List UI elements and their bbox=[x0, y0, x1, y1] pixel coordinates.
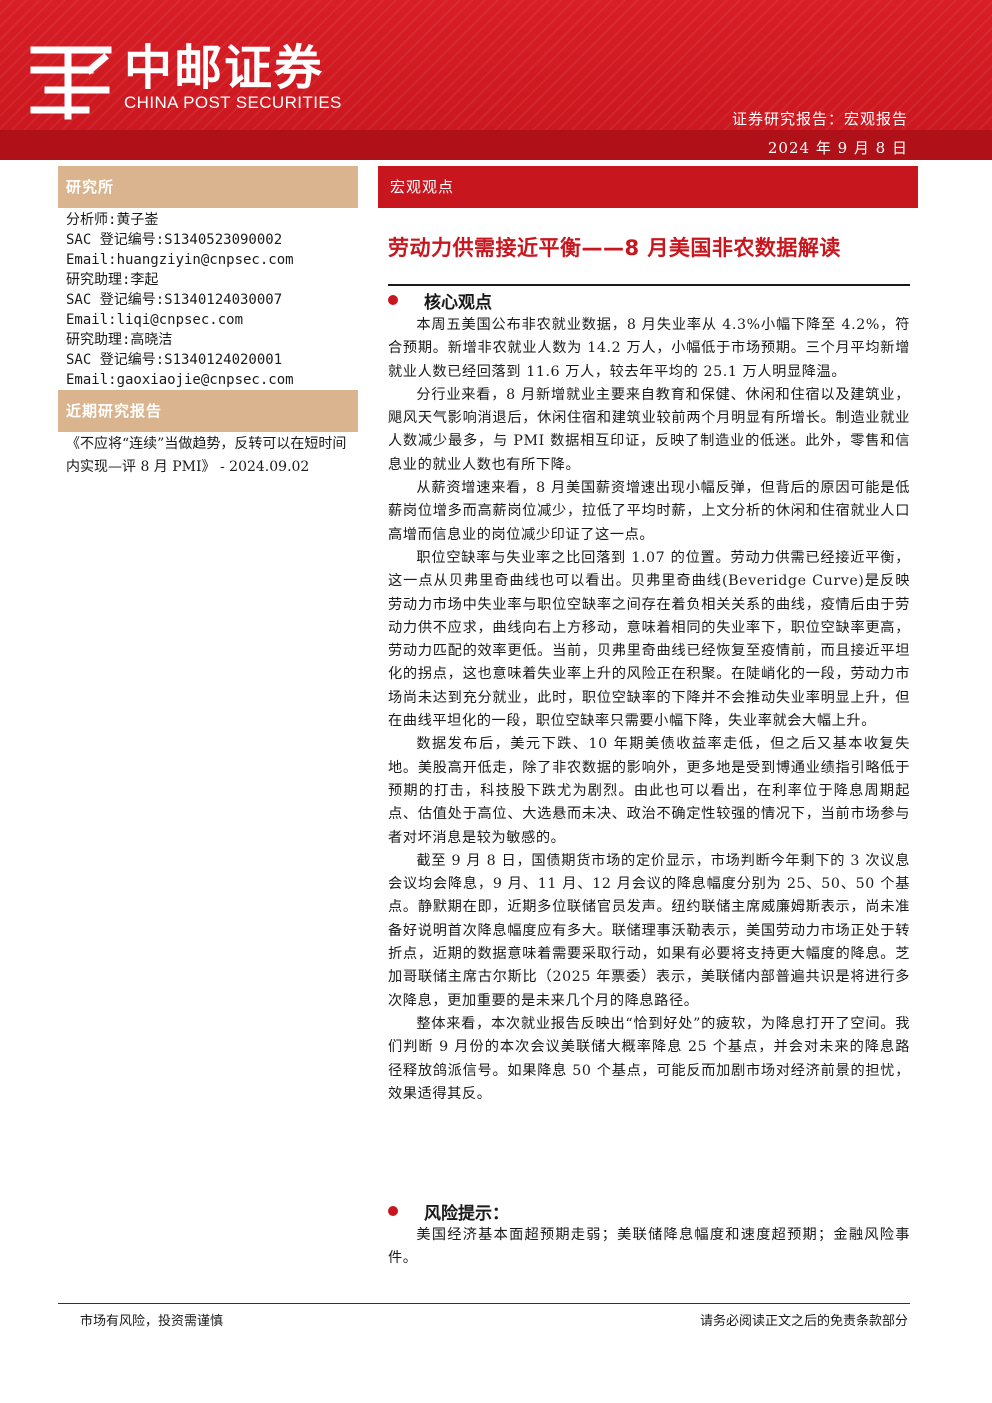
analyst-line: SAC 登记编号:S1340124030007 bbox=[66, 292, 283, 308]
recent-report-link[interactable]: 《不应将“连续”当做趋势，反转可以在短时间内实现—评 8 月 PMI》 - 20… bbox=[66, 436, 347, 475]
analyst-line: SAC 登记编号:S1340523090002 bbox=[66, 232, 283, 248]
risk-label: 风险提示： bbox=[424, 1203, 509, 1224]
footer-divider bbox=[58, 1303, 910, 1304]
core-view-label: 核心观点 bbox=[424, 292, 492, 313]
risk-text: 美国经济基本面超预期走弱；美联储降息幅度和速度超预期；金融风险事件。 bbox=[388, 1227, 910, 1267]
body-paragraph: 整体来看，本次就业报告反映出“恰到好处”的疲软，为降息打开了空间。我们判断 9 … bbox=[388, 1015, 910, 1102]
china-post-logo-icon bbox=[30, 46, 112, 120]
bullet-icon bbox=[388, 295, 398, 305]
title-divider bbox=[388, 284, 910, 286]
recent-reports-heading: 近期研究报告 bbox=[58, 390, 358, 432]
body-paragraph: 分行业来看，8 月新增就业主要来自教育和保健、休闲和住宿以及建筑业，飓风天气影响… bbox=[388, 386, 910, 473]
body-paragraph: 从薪资增速来看，8 月美国薪资增速出现小幅反弹，但背后的原因可能是低薪岗位增多而… bbox=[388, 480, 910, 543]
header-banner: 中邮证券 CHINA POST SECURITIES 证券研究报告：宏观报告 2… bbox=[0, 0, 992, 160]
core-view-body: 本周五美国公布非农就业数据，8 月失业率从 4.3%小幅下降至 4.2%，符合预… bbox=[388, 314, 910, 1106]
risk-heading: 风险提示： bbox=[388, 1199, 509, 1224]
report-title: 劳动力供需接近平衡——8 月美国非农数据解读 bbox=[388, 236, 841, 260]
section-tag: 宏观观点 bbox=[378, 166, 918, 208]
core-view-heading: 核心观点 bbox=[388, 288, 492, 313]
footer-disclaimer-right: 请务必阅读正文之后的免责条款部分 bbox=[699, 1314, 908, 1329]
footer-disclaimer-left: 市场有风险，投资需谨慎 bbox=[80, 1314, 224, 1329]
bullet-icon bbox=[388, 1206, 398, 1216]
analyst-line: 分析师:黄子崟 bbox=[66, 212, 159, 228]
analyst-line: 研究助理:李起 bbox=[66, 272, 159, 288]
body-paragraph: 数据发布后，美元下跌、10 年期美债收益率走低，但之后又基本收复失地。美股高开低… bbox=[388, 736, 910, 846]
analyst-email-link[interactable]: Email:gaoxiaojie@cnpsec.com bbox=[66, 372, 294, 388]
body-paragraph: 职位空缺率与失业率之比回落到 1.07 的位置。劳动力供需已经接近平衡，这一点从… bbox=[388, 549, 910, 730]
research-institute-heading: 研究所 bbox=[58, 166, 358, 208]
brand-name-cn: 中邮证券 bbox=[124, 40, 325, 96]
analyst-line: SAC 登记编号:S1340124020001 bbox=[66, 352, 283, 368]
brand-name-en: CHINA POST SECURITIES bbox=[124, 93, 342, 112]
report-date: 2024 年 9 月 8 日 bbox=[767, 139, 908, 157]
body-paragraph: 截至 9 月 8 日，国债期货市场的定价显示，市场判断今年剩下的 3 次议息会议… bbox=[388, 852, 910, 1009]
analyst-email-link[interactable]: Email:huangziyin@cnpsec.com bbox=[66, 252, 294, 268]
body-paragraph: 本周五美国公布非农就业数据，8 月失业率从 4.3%小幅下降至 4.2%，符合预… bbox=[388, 317, 910, 380]
analyst-line: 研究助理:高晓洁 bbox=[66, 332, 173, 348]
analyst-email-link[interactable]: Email:liqi@cnpsec.com bbox=[66, 312, 244, 328]
report-type: 证券研究报告：宏观报告 bbox=[731, 110, 908, 128]
header-strip bbox=[0, 130, 992, 160]
